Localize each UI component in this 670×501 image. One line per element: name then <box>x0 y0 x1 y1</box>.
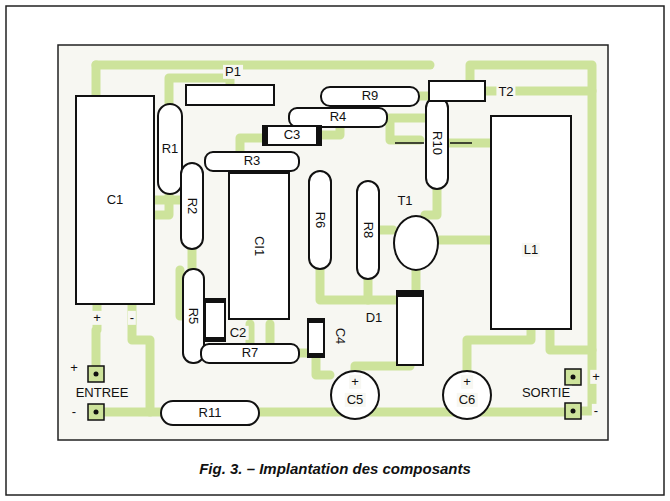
part-label: R8 <box>361 222 375 239</box>
part-label: C3 <box>284 128 301 142</box>
transistor-body: T1 <box>393 215 439 271</box>
trace <box>188 250 197 268</box>
pad-hole <box>94 372 99 377</box>
resistor-body: R3 <box>204 151 300 172</box>
polarity-mark: - <box>592 404 600 418</box>
trace <box>380 226 393 235</box>
part-label: C1 <box>107 193 124 207</box>
trace <box>300 349 307 358</box>
trace <box>316 358 330 375</box>
resistor-body: R7 <box>200 343 300 364</box>
trace <box>467 330 531 370</box>
part-label: R1 <box>162 142 179 156</box>
part-label: CI1 <box>252 236 266 256</box>
trace <box>96 61 430 70</box>
inductor-body: L1 <box>490 115 572 330</box>
part-label: R4 <box>330 110 347 124</box>
part-label: R5 <box>186 308 200 325</box>
resistor-body: R8 <box>356 180 380 280</box>
capacitor-body: C3 <box>262 125 322 146</box>
polarity-mark: + <box>68 361 80 375</box>
polarity-mark: + <box>590 370 602 384</box>
polarity-mark: - <box>70 405 78 419</box>
part-label: + <box>461 375 473 389</box>
part-label: C2 <box>228 326 249 340</box>
lead-wire <box>395 142 424 144</box>
part-label: T2 <box>496 85 515 99</box>
part-label: R2 <box>185 198 199 215</box>
trace <box>425 190 437 215</box>
part-label: T1 <box>395 194 414 208</box>
trace <box>550 330 592 350</box>
part-label: + <box>349 375 361 389</box>
part-label: P1 <box>223 65 243 79</box>
figure-caption: Fig. 3. – Implantation des composants <box>199 460 471 477</box>
capacitor-body: + C5 <box>330 370 380 420</box>
polarity-mark: + <box>91 311 103 325</box>
ic-body: CI1 <box>228 172 290 320</box>
trace <box>266 324 275 344</box>
trace <box>355 366 410 370</box>
capacitor-body: C2 <box>204 298 226 342</box>
resistor-body: R6 <box>308 170 332 270</box>
trace <box>155 196 180 205</box>
resistor-body: R2 <box>180 162 204 250</box>
capacitor-body: C4 <box>307 318 325 358</box>
part-label: C6 <box>457 393 478 407</box>
terminal-pad <box>88 366 104 382</box>
capacitor-body: C1 <box>75 95 155 305</box>
transistor-body: T2 <box>428 80 486 102</box>
terminal-label: ENTREE <box>74 386 131 400</box>
part-label: R6 <box>313 212 327 229</box>
polarity-mark: - <box>128 311 136 325</box>
trace <box>439 236 490 245</box>
trace <box>92 65 101 95</box>
potentiometer-body: P1 <box>185 84 275 106</box>
terminal-label: SORTIE <box>520 386 572 400</box>
pad-hole <box>571 375 576 380</box>
resistor-body: R10 <box>425 96 449 190</box>
part-label: C4 <box>333 326 347 347</box>
part-label: R7 <box>242 346 259 360</box>
trace <box>449 139 490 148</box>
trace <box>420 92 428 101</box>
copper-traces <box>96 65 592 412</box>
terminal-pad <box>88 404 104 420</box>
part-label: R3 <box>244 154 261 168</box>
resistor-body: R11 <box>160 400 260 426</box>
pad-hole <box>571 409 576 414</box>
trace <box>240 138 262 152</box>
part-label: R9 <box>362 89 379 103</box>
diode-body: D1 <box>396 290 424 366</box>
part-label: R10 <box>430 131 444 155</box>
board-outline <box>58 45 608 440</box>
capacitor-body: + C6 <box>442 370 492 420</box>
part-label: D1 <box>364 311 385 325</box>
trace <box>364 280 373 300</box>
figure-frame <box>6 6 664 495</box>
lead-wire <box>450 142 472 144</box>
resistor-body: R9 <box>320 86 420 107</box>
part-label: L1 <box>522 243 540 257</box>
pad-hole <box>94 410 99 415</box>
part-label: C5 <box>345 393 366 407</box>
terminal-pad <box>565 369 581 385</box>
trace <box>412 271 421 290</box>
terminal-pad <box>565 403 581 419</box>
part-label: R11 <box>199 406 222 420</box>
